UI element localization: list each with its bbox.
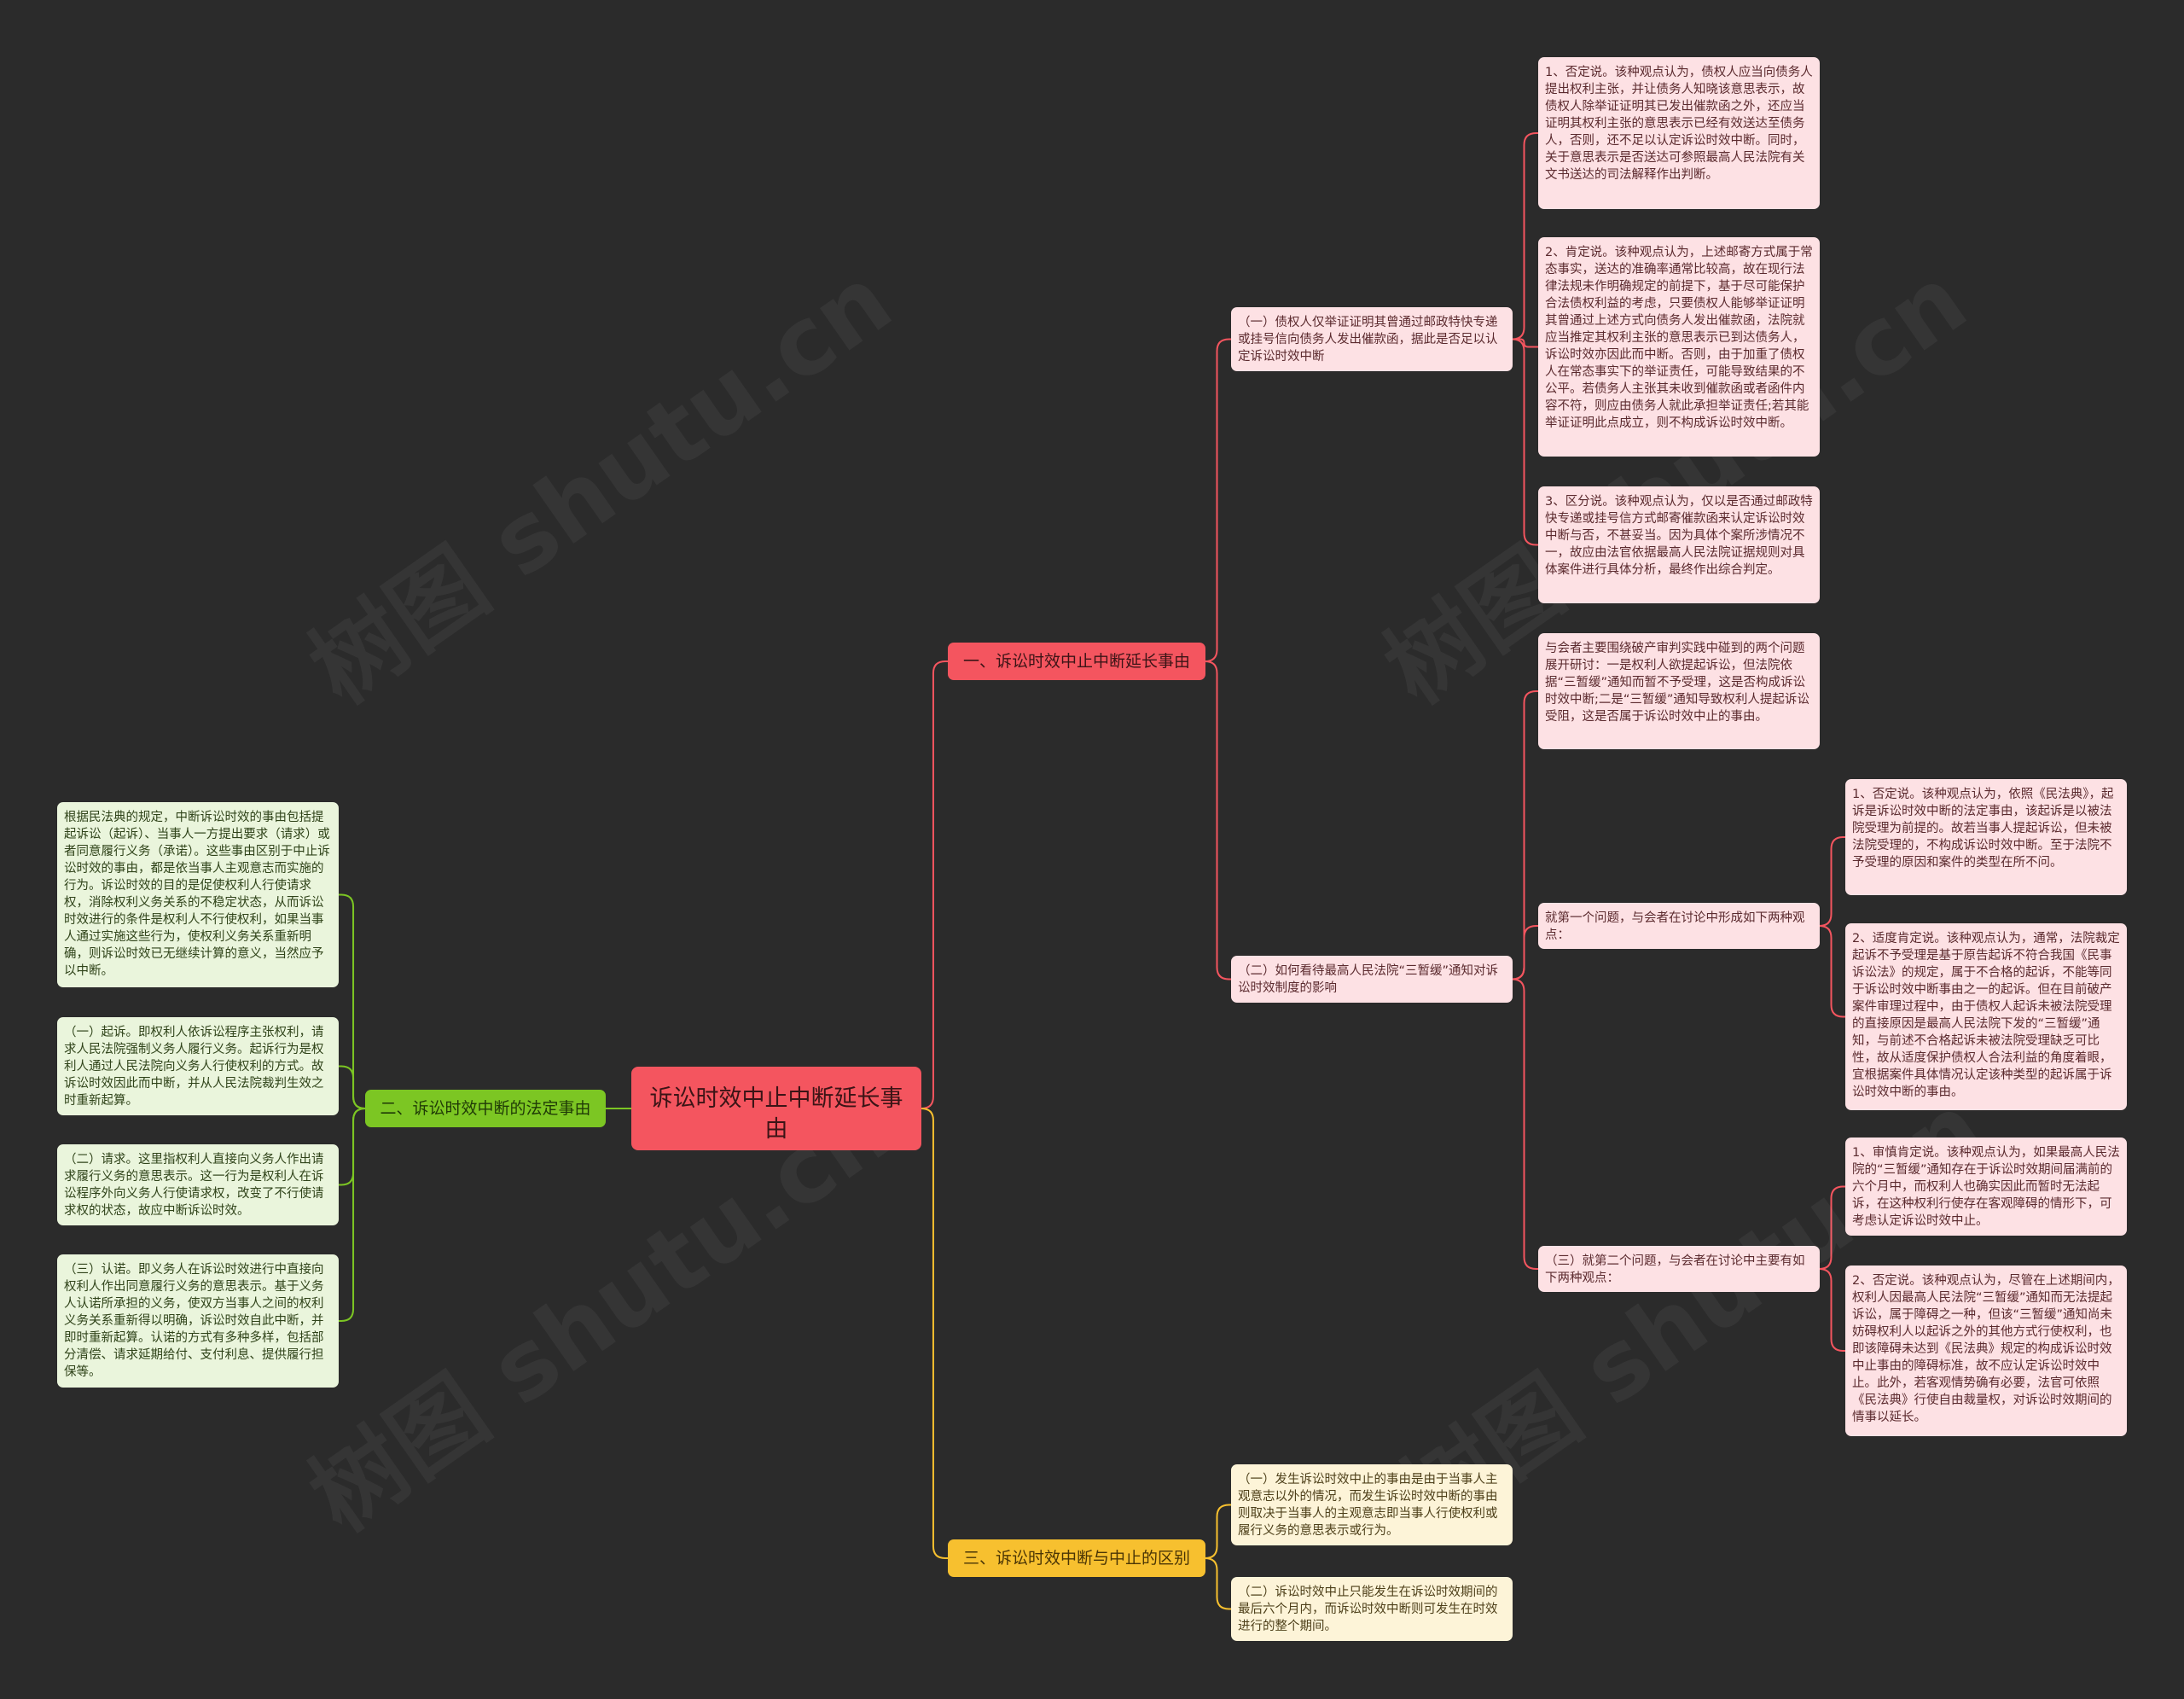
- detail-1-1-1[interactable]: 1、否定说。该种观点认为，债权人应当向债务人提出权利主张，并让债务人知晓该意思表…: [1538, 57, 1820, 209]
- detail-2-4[interactable]: （三）认诺。即义务人在诉讼时效进行中直接向权利人作出同意履行义务的意思表示。基于…: [57, 1254, 339, 1388]
- connector-b1-c2: [1205, 660, 1231, 980]
- connector-c2b-1: [1819, 836, 1845, 927]
- detail-2-1[interactable]: 根据民法典的规定，中断诉讼时效的事由包括提起诉讼（起诉）、当事人一方提出要求（请…: [57, 802, 339, 987]
- connector-c1-c: [1512, 338, 1538, 546]
- detail-3-2[interactable]: （二）诉讼时效中止只能发生在诉讼时效期间的最后六个月内，而诉讼时效中断则可发生在…: [1231, 1577, 1513, 1641]
- connector-b1-c1: [1205, 338, 1231, 662]
- connector-c2-a: [1512, 690, 1538, 980]
- connector-b2-4: [339, 1108, 366, 1322]
- detail-1-2-3-1[interactable]: 1、审慎肯定说。该种观点认为，如果最高人民法院的“三暂缓”通知存在于诉讼时效期间…: [1845, 1138, 2127, 1236]
- connector-c2b-2: [1819, 925, 1845, 1018]
- branch-topic-3[interactable]: 三、诉讼时效中断与中止的区别: [948, 1539, 1205, 1577]
- subtopic-1-2[interactable]: （二）如何看待最高人民法院“三暂缓”通知对诉讼时效制度的影响: [1231, 956, 1513, 1003]
- branch-topic-1[interactable]: 一、诉讼时效中止中断延长事由: [948, 643, 1205, 680]
- connector-c2-c: [1512, 978, 1538, 1270]
- detail-1-1-2[interactable]: 2、肯定说。该种观点认为，上述邮寄方式属于常态事实，送达的准确率通常比较高，故在…: [1538, 237, 1820, 457]
- detail-1-2-1[interactable]: 与会者主要围绕破产审判实践中碰到的两个问题展开研讨：一是权利人欲提起诉讼，但法院…: [1538, 633, 1820, 749]
- connector-c2-b: [1512, 925, 1538, 980]
- detail-2-2[interactable]: （一）起诉。即权利人依诉讼程序主张权利，请求人民法院强制义务人履行义务。起诉行为…: [57, 1017, 339, 1115]
- detail-1-2-3[interactable]: （三）就第二个问题，与会者在讨论中主要有如下两种观点：: [1538, 1246, 1820, 1292]
- connector-b2-3: [339, 1108, 366, 1186]
- connector-b2-1: [339, 893, 366, 1109]
- subtopic-1-1[interactable]: （一）债权人仅举证证明其曾通过邮政特快专递或挂号信向债务人发出催款函，据此是否足…: [1231, 307, 1513, 371]
- branch-topic-2[interactable]: 二、诉讼时效中断的法定事由: [365, 1090, 606, 1127]
- connector-b3-2: [1205, 1557, 1231, 1610]
- detail-3-1[interactable]: （一）发生诉讼时效中止的事由是由于当事人主观意志以外的情况，而发生诉讼时效中断的…: [1231, 1464, 1513, 1545]
- connector-b2-2: [339, 1065, 366, 1109]
- detail-1-1-3[interactable]: 3、区分说。该种观点认为，仅以是否通过邮政特快专递或挂号信方式邮寄催款函来认定诉…: [1538, 486, 1820, 603]
- connector-root-b3: [921, 1108, 948, 1559]
- connector-c2c-1: [1819, 1185, 1845, 1270]
- root-topic[interactable]: 诉讼时效中止中断延长事由: [631, 1067, 921, 1150]
- detail-2-3[interactable]: （二）请求。这里指权利人直接向义务人作出请求履行义务的意思表示。这一行为是权利人…: [57, 1144, 339, 1225]
- detail-1-2-2-2[interactable]: 2、适度肯定说。该种观点认为，通常，法院裁定起诉不予受理是基于原告起诉不符合我国…: [1845, 923, 2127, 1110]
- detail-1-2-3-2[interactable]: 2、否定说。该种观点认为，尽管在上述期间内，权利人因最高人民法院“三暂缓”通知而…: [1845, 1266, 2127, 1436]
- connector-root-b1: [921, 660, 948, 1109]
- detail-1-2-2[interactable]: 就第一个问题，与会者在讨论中形成如下两种观点：: [1538, 903, 1820, 949]
- detail-1-2-2-1[interactable]: 1、否定说。该种观点认为，依照《民法典》，起诉是诉讼时效中断的法定事由，该起诉是…: [1845, 779, 2127, 895]
- connector-b3-1: [1205, 1504, 1231, 1559]
- connector-c1-b: [1513, 338, 1538, 348]
- connector-c2c-2: [1819, 1268, 1845, 1352]
- connector-c1-a: [1512, 132, 1538, 340]
